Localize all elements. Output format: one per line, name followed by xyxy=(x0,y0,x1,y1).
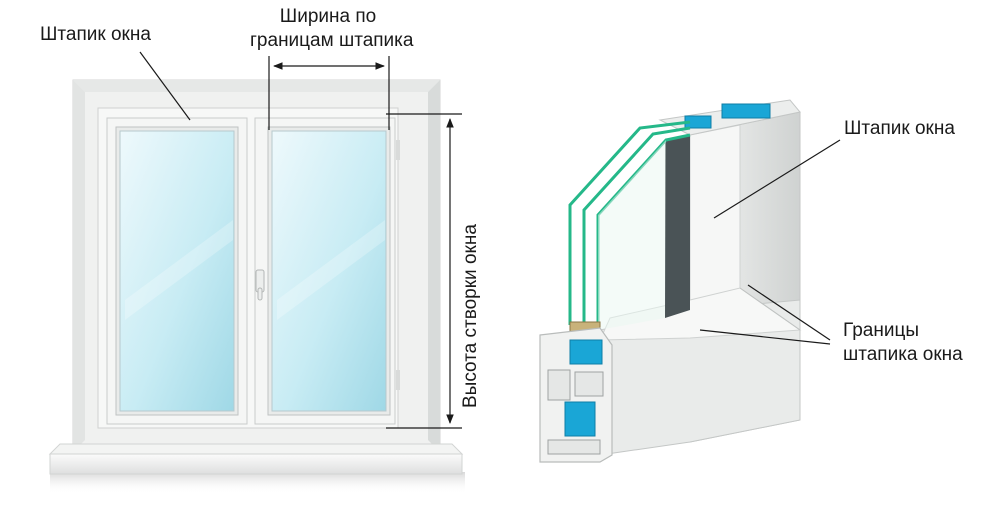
hinge-top xyxy=(396,140,400,160)
window-handle-grip xyxy=(257,287,263,301)
bead-label-right: Штапик окна xyxy=(844,118,955,139)
bounds-label-line2: штапика окна xyxy=(843,344,963,365)
profile-chamber-2 xyxy=(547,369,571,401)
window-sill-top xyxy=(48,443,464,455)
window-sill xyxy=(49,453,463,475)
profile-chamber-5 xyxy=(547,439,601,455)
window-front-view xyxy=(48,79,465,494)
profile-chamber-3 xyxy=(574,371,604,397)
bounds-label-line1: Границы xyxy=(843,320,919,341)
profile-section xyxy=(539,99,802,463)
right-glass xyxy=(271,130,387,412)
glass-seal xyxy=(665,135,690,318)
width-label-line2: границам штапика xyxy=(250,30,414,51)
profile-chamber-1 xyxy=(569,339,603,365)
glass-pane-2 xyxy=(582,126,691,325)
bead-mitre xyxy=(739,287,801,331)
top-chamber-1 xyxy=(721,103,771,119)
reveal-left xyxy=(73,80,85,452)
right-annotations xyxy=(699,139,841,345)
hinge-bottom xyxy=(396,370,400,390)
bead-label-left: Штапик окна xyxy=(40,24,151,45)
bead-leader-left xyxy=(139,51,191,121)
profile-chamber-4 xyxy=(564,401,596,437)
glass-reflection-right xyxy=(277,220,385,320)
height-label: Высота створки окна xyxy=(460,224,481,408)
glass-reflection-left xyxy=(125,220,233,320)
bounds-leader-2 xyxy=(699,329,831,345)
glass-pane-1 xyxy=(568,120,691,325)
bounds-leader-1 xyxy=(747,284,831,341)
reveal-right xyxy=(428,80,440,452)
sill-shadow xyxy=(50,472,465,494)
reveal-top xyxy=(73,80,440,92)
left-annotations xyxy=(139,51,462,429)
width-label-line1: Ширина по xyxy=(279,6,377,27)
glass-fill xyxy=(598,140,666,330)
bead-leader-right xyxy=(713,139,841,219)
left-glass xyxy=(119,130,235,412)
